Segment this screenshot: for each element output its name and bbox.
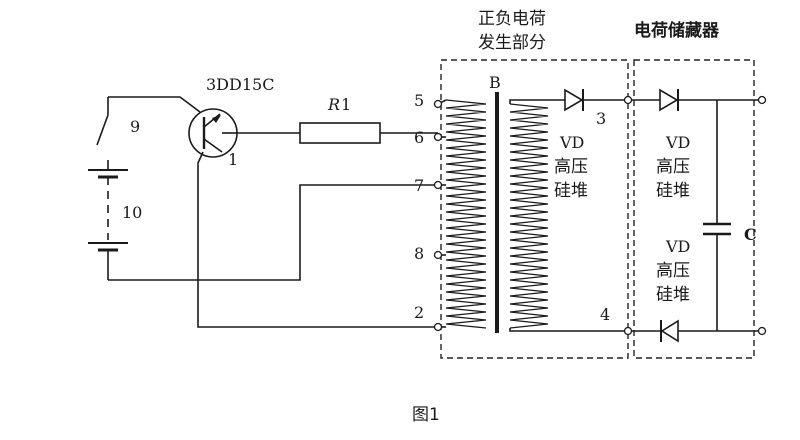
vd2-label-line1: VD [665, 133, 690, 152]
capacitor-label: C [744, 225, 757, 244]
diode-vd1 [564, 88, 584, 112]
pin-6-label: 6 [414, 128, 424, 147]
wire-transistor-to-pin2 [197, 151, 438, 328]
pin-2-label: 2 [414, 303, 424, 322]
terminal-8 [433, 250, 443, 260]
switch-label: 9 [130, 117, 140, 136]
output-terminal-bottom [757, 326, 767, 336]
battery-label: 10 [122, 203, 142, 222]
vd3-label-line2: 高压 [656, 261, 690, 281]
switch [96, 97, 109, 170]
vd2-label-line2: 高压 [656, 157, 690, 177]
vd3-label-line3: 硅堆 [656, 285, 690, 305]
vd1-label-line1: VD [559, 133, 584, 152]
transistor-model: 3DD15C [206, 75, 274, 94]
terminal-4 [623, 326, 633, 336]
vd2-label-line3: 硅堆 [656, 181, 690, 201]
secondary-winding [509, 103, 549, 329]
diode-vd2 [659, 88, 679, 112]
figure-caption: 图1 [412, 405, 440, 425]
pin-3-label: 3 [596, 109, 606, 128]
resistor [299, 122, 381, 144]
resistor-letter: R [327, 95, 340, 114]
vd3-label-line1: VD [665, 237, 690, 256]
battery [88, 169, 128, 280]
transistor-pin-label: 1 [228, 150, 238, 169]
generator-heading-line2: 发生部分 [478, 33, 546, 53]
wire-secondary-top [509, 99, 565, 104]
terminal-2 [433, 322, 443, 332]
resistor-index: 1 [341, 95, 351, 114]
wire-switch-to-transistor [108, 96, 201, 113]
terminal-6 [433, 132, 443, 142]
pin-7-label: 7 [414, 176, 424, 195]
pin-5-label: 5 [414, 91, 424, 110]
terminal-7 [433, 180, 443, 190]
charge-storage-box [633, 59, 755, 359]
pin-8-label: 8 [414, 244, 424, 263]
generator-heading-line1: 正负电荷 [478, 9, 546, 29]
output-terminal-top [757, 95, 767, 105]
pin-4-label: 4 [600, 305, 610, 324]
charge-generator-box [440, 59, 629, 359]
diode-vd3 [660, 319, 679, 343]
wire-secondary-bottom [509, 328, 626, 332]
vd1-label-line3: 硅堆 [554, 181, 588, 201]
transformer-label: B [489, 73, 501, 92]
storage-heading: 电荷储藏器 [634, 20, 720, 41]
wire-battery-to-pin7 [108, 184, 438, 281]
terminal-5 [433, 99, 443, 109]
vd1-label-line2: 高压 [554, 157, 588, 177]
primary-winding [445, 99, 487, 329]
terminal-3 [623, 95, 633, 105]
